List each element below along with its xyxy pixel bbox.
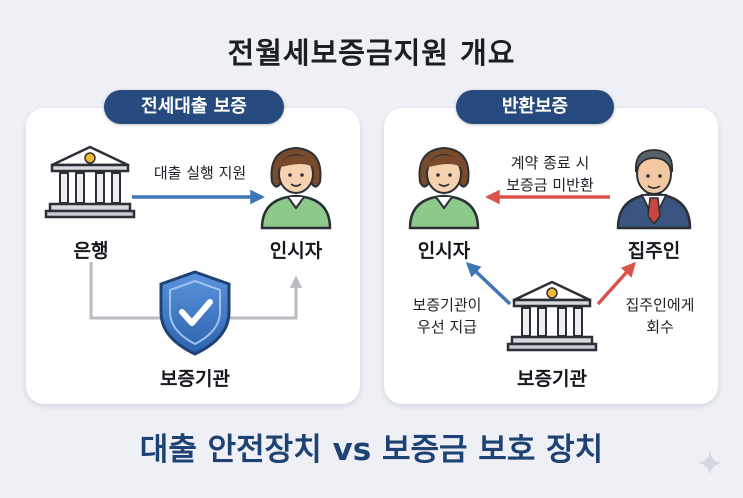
recovery-label: 집주인에게 회수 (612, 294, 708, 338)
tenant-label: 인시자 (269, 240, 323, 262)
recovery-label-line2: 회수 (646, 318, 674, 336)
landlord-label: 집주인 (627, 240, 681, 262)
tenant-label: 인시자 (417, 240, 471, 262)
priority-payment-arrow (465, 261, 512, 306)
priority-payment-label-line1: 보증기관이 (412, 296, 482, 314)
person-icon (260, 146, 332, 230)
unreturned-deposit-arrow-label: 계약 종료 시 보증금 미반환 (494, 152, 606, 196)
guarantor-label: 보증기관 (517, 368, 587, 390)
recovery-arrow (596, 261, 636, 306)
section-heading-jeonse-loan-guarantee: 전세대출 보증 (104, 90, 284, 124)
priority-payment-label-line2: 우선 지급 (417, 318, 477, 336)
landlord-icon (616, 149, 692, 230)
section-heading-return-guarantee: 반환보증 (456, 90, 614, 124)
page-title: 전월세보증금지원 개요 (227, 36, 516, 70)
bank-icon (44, 145, 136, 219)
sparkle-icon (698, 451, 722, 475)
bank-icon (506, 280, 598, 352)
page-subtitle: 대출 안전장치 vs 보증금 보호 장치 (139, 432, 604, 468)
unreturned-deposit-label-line2: 보증금 미반환 (506, 176, 594, 194)
guarantor-label: 보증기관 (160, 368, 230, 390)
unreturned-deposit-label-line1: 계약 종료 시 (510, 154, 590, 172)
shield-check-icon (159, 270, 231, 356)
person-icon (408, 146, 480, 230)
bank-label: 은행 (73, 240, 109, 262)
loan-support-arrow-label: 대출 실행 지원 (153, 164, 247, 182)
priority-payment-label: 보증기관이 우선 지급 (400, 294, 494, 338)
recovery-label-line1: 집주인에게 (625, 296, 695, 314)
